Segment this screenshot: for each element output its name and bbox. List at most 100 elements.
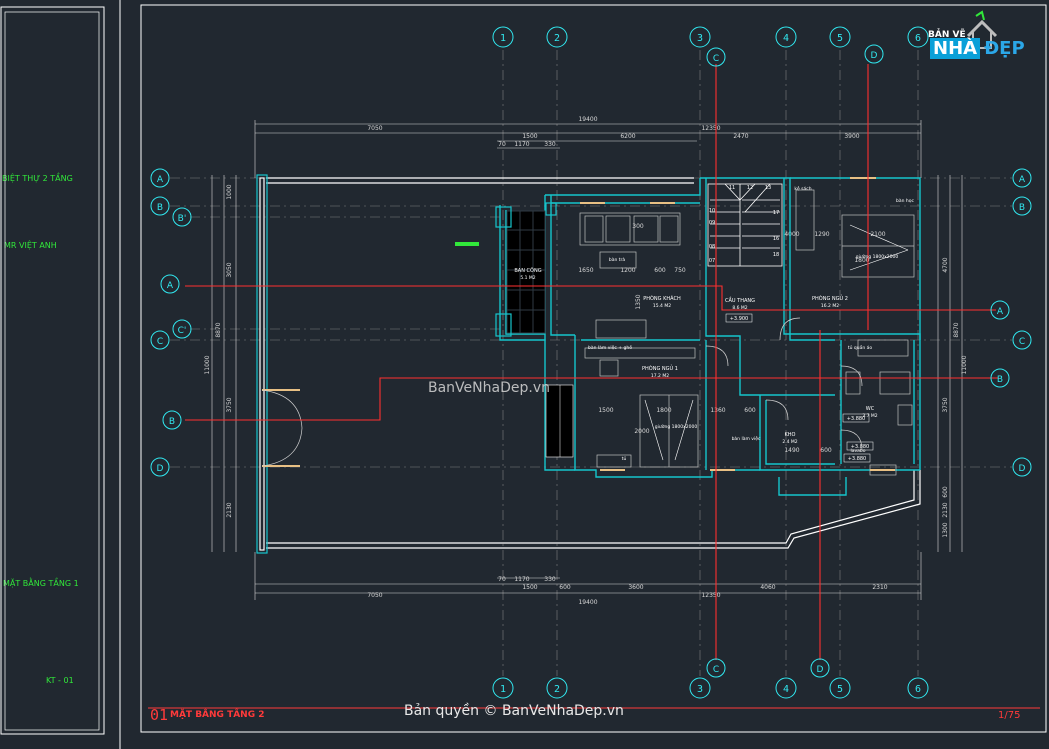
grid-bubble-row-C-left: C	[151, 331, 169, 349]
grid-bubble-col-3-bottom: 3	[690, 678, 710, 698]
room-name: BAN CÔNG	[514, 267, 541, 274]
furniture-label: tủ quần áo	[848, 343, 873, 351]
room-area: 8.6 M2	[732, 305, 747, 311]
dim-top-row3: 70	[498, 141, 506, 148]
svg-text:C: C	[713, 665, 719, 675]
level-tag: +3.900	[730, 316, 749, 322]
dim-right-part: 8870	[953, 322, 960, 337]
stair-number: 18	[773, 252, 779, 258]
dim-interior: 600	[744, 407, 756, 414]
section-mark-D: D	[865, 45, 883, 63]
svg-text:2: 2	[554, 33, 560, 44]
dim-interior: 1290	[814, 231, 829, 238]
room-area: 16.2 M2	[821, 303, 839, 309]
svg-text:B: B	[997, 375, 1003, 385]
logo-text: NHÀĐẸP	[930, 38, 1025, 59]
dimension-lines	[212, 120, 962, 600]
grid-bubble-col-1-bottom: 1	[493, 678, 513, 698]
dim-left-part: 1000	[226, 184, 233, 199]
stair-number: 11	[729, 185, 735, 191]
dim-bottom-row3: 330	[544, 576, 556, 583]
section-lines	[185, 64, 998, 660]
svg-text:3: 3	[697, 33, 703, 44]
dim-bottom-row3: 70	[498, 576, 506, 583]
room-name: PHÒNG KHÁCH	[643, 295, 681, 302]
dim-top-row2: 2470	[733, 133, 748, 140]
dim-interior: 1800	[656, 407, 671, 414]
dim-interior: 2000	[634, 428, 649, 435]
grid-bubble-col-2-top: 2	[547, 27, 567, 47]
stair-number: 10	[709, 208, 715, 214]
furniture-label: bàn học	[896, 197, 915, 204]
watermark-center: BanVeNhaDep.vn	[428, 380, 550, 396]
room-name: KHO	[785, 432, 796, 438]
grid-bubble-row-B-right: B	[1013, 197, 1031, 215]
dim-right-part: 2130	[942, 502, 949, 517]
svg-text:6: 6	[915, 33, 921, 44]
dim-interior: 1650	[578, 267, 593, 274]
svg-text:C: C	[157, 337, 163, 347]
dim-left-part: 3050	[226, 262, 233, 277]
section-mark-B: B	[163, 411, 181, 429]
stair-number: 09	[709, 220, 715, 226]
grid-bubble-row-B-left: B	[151, 197, 169, 215]
svg-text:D: D	[157, 464, 164, 474]
dim-bottom-row3: 1170	[514, 576, 529, 583]
grid-bubble-col-4-top: 4	[776, 27, 796, 47]
dim-right-part: 1300	[942, 522, 949, 537]
dim-bottom-row1: 7050	[367, 592, 382, 599]
dim-left-total: 11000	[204, 355, 211, 374]
grid-bubble-row-secondary: B'	[173, 208, 191, 226]
dim-top-total: 19400	[578, 116, 597, 123]
section-mark-D: D	[811, 659, 829, 677]
svg-text:A: A	[167, 281, 174, 291]
grid-bubble-row-A-left: A	[151, 169, 169, 187]
dim-bottom-row2: 2310	[872, 584, 887, 591]
grid-lines	[170, 50, 1012, 676]
svg-text:D: D	[1019, 464, 1026, 474]
dim-interior: 1360	[710, 407, 725, 414]
grid-bubble-col-1-top: 1	[493, 27, 513, 47]
svg-text:6: 6	[915, 684, 921, 695]
dim-bottom-total: 19400	[578, 599, 597, 606]
svg-text:C: C	[1019, 337, 1025, 347]
dim-interior: 1350	[635, 294, 642, 309]
grid-bubble-row-secondary: C'	[173, 320, 191, 338]
dim-interior: 1490	[784, 447, 799, 454]
room-area: 5.1 M2	[520, 275, 535, 281]
dim-top-row1: 12350	[701, 125, 720, 132]
svg-text:1: 1	[500, 684, 506, 695]
dim-top-row3: 1170	[514, 141, 529, 148]
room-name: CẦU THANG	[725, 296, 755, 304]
dim-interior: 600	[654, 267, 666, 274]
dim-left-part: 3750	[226, 397, 233, 412]
svg-text:B: B	[157, 203, 163, 213]
svg-text:2: 2	[554, 684, 560, 695]
grid-bubble-row-D-left: D	[151, 458, 169, 476]
room-area: 2.4 M2	[782, 439, 797, 445]
dim-interior: 750	[674, 267, 686, 274]
dim-right-part: 600	[942, 486, 949, 498]
dim-top-row2: 1500	[522, 133, 537, 140]
grid-bubble-col-6-bottom: 6	[908, 678, 928, 698]
drawing-scale: 1/75	[998, 710, 1020, 721]
section-mark-A: A	[161, 275, 179, 293]
svg-text:A: A	[1019, 175, 1026, 185]
dim-right-total: 11000	[961, 355, 968, 374]
room-area: 15.4 M2	[653, 303, 671, 309]
grid-bubble-col-2-bottom: 2	[547, 678, 567, 698]
svg-text:B: B	[169, 417, 175, 427]
svg-text:1: 1	[500, 33, 506, 44]
dimension-texts: 1940070501235015006200247039007011703301…	[204, 116, 968, 606]
svg-text:B': B'	[178, 214, 187, 224]
svg-text:4: 4	[783, 684, 789, 695]
dim-interior: 4000	[784, 231, 799, 238]
furniture-label: bàn trà	[609, 256, 626, 263]
furniture-label: tủ	[622, 455, 627, 462]
staircase	[708, 184, 782, 266]
stair-number: 17	[773, 210, 779, 216]
stair-number: 16	[773, 236, 779, 242]
section-mark-C: C	[707, 48, 725, 66]
grid-bubble-col-5-bottom: 5	[830, 678, 850, 698]
